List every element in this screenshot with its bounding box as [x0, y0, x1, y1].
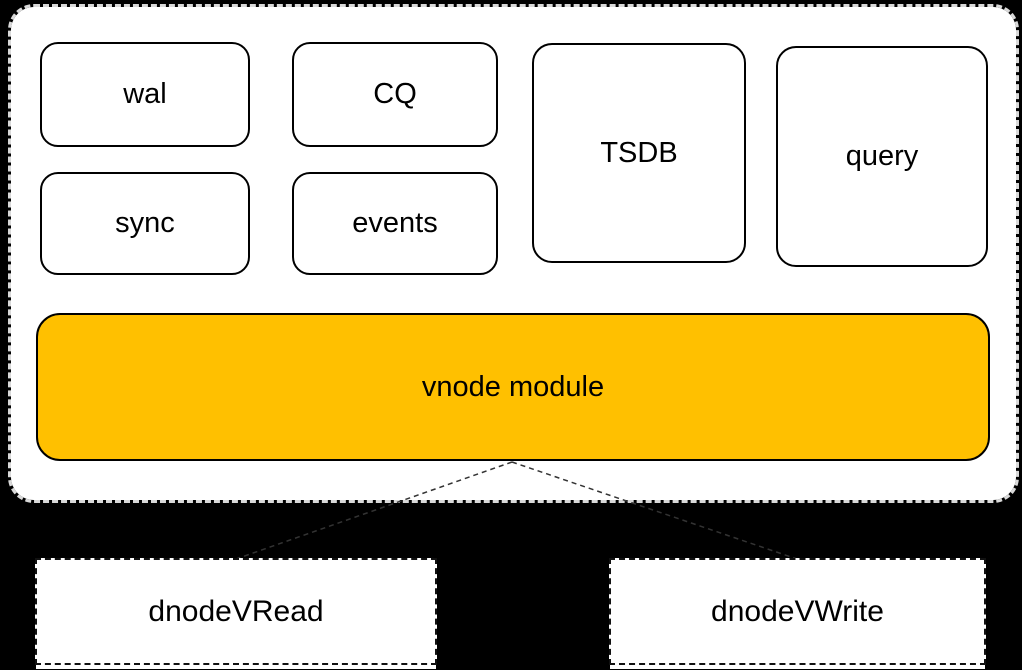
vnode-module-box: vnode module	[36, 313, 990, 461]
module-box-query: query	[776, 46, 988, 267]
module-label-query: query	[845, 140, 919, 172]
dnode-vwrite-box: dnodeVWrite	[609, 558, 986, 665]
module-box-wal: wal	[40, 42, 250, 147]
vnode-module-label: vnode module	[421, 370, 605, 403]
module-label-cq: CQ	[373, 78, 417, 110]
module-box-events: events	[292, 172, 498, 275]
module-label-events: events	[352, 207, 438, 239]
module-label-sync: sync	[115, 207, 175, 239]
dnode-vwrite-label: dnodeVWrite	[711, 594, 884, 628]
module-label-tsdb: TSDB	[600, 136, 678, 169]
module-box-tsdb: TSDB	[532, 43, 746, 263]
dnode-vread-box: dnodeVRead	[35, 558, 437, 665]
module-box-cq: CQ	[292, 42, 498, 147]
module-box-sync: sync	[40, 172, 250, 275]
module-label-wal: wal	[123, 78, 167, 110]
dnode-vread-label: dnodeVRead	[148, 594, 324, 628]
